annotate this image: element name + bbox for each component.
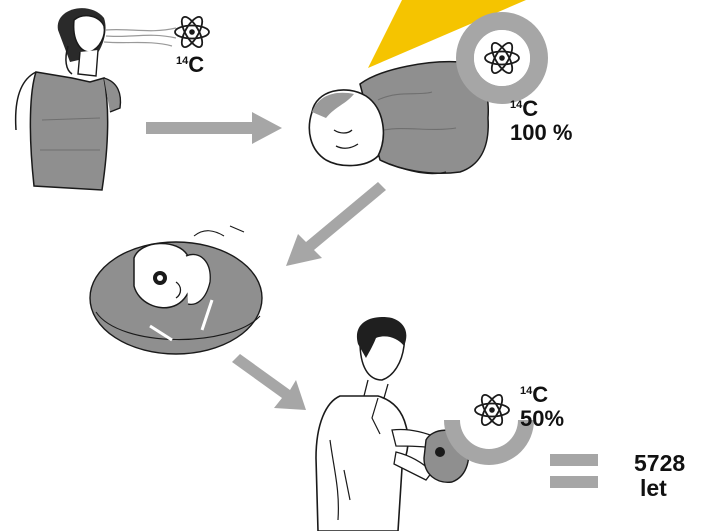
arrow-down-right	[232, 354, 306, 410]
isotope-mass: 14	[520, 385, 532, 397]
atom-icon	[175, 14, 209, 50]
result-unit: let	[640, 477, 667, 500]
equals-sign	[550, 454, 598, 488]
carbon14-label: 14C	[176, 54, 204, 76]
isotope-symbol: C	[522, 96, 538, 121]
woman-breathing-figure	[16, 8, 176, 190]
result-value: 5728	[634, 452, 685, 475]
isotope-mass: 14	[176, 55, 188, 67]
isotope-symbol: C	[188, 52, 204, 77]
atom-icon	[475, 392, 509, 428]
isotope-symbol: C	[532, 382, 548, 407]
percent-full-label: 100 %	[510, 122, 572, 144]
arrow-right	[146, 112, 282, 144]
carbon14-label: 14C	[510, 98, 538, 120]
percent-half-label: 50%	[520, 408, 564, 430]
carbon14-label: 14C	[520, 384, 548, 406]
skeleton-in-grave	[90, 226, 262, 354]
arrow-down-left	[286, 182, 386, 266]
isotope-mass: 14	[510, 99, 522, 111]
